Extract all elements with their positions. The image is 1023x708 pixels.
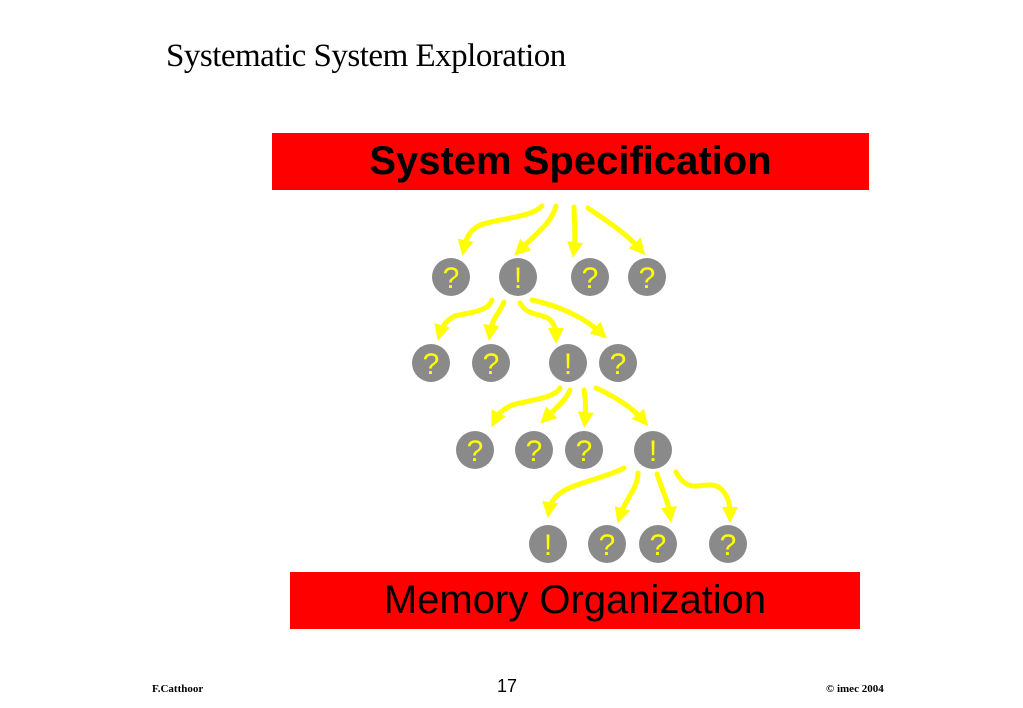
footer-author: F.Catthoor (152, 683, 204, 695)
arrow (614, 470, 641, 524)
node: ? (709, 525, 747, 563)
arrow (585, 205, 646, 255)
arrow (483, 299, 507, 341)
node-symbol: ? (526, 435, 543, 468)
node: ? (456, 431, 494, 469)
node-symbol: ? (599, 529, 616, 562)
node-symbol: ? (483, 348, 500, 381)
node-symbol: ? (650, 529, 667, 562)
node: ? (639, 525, 677, 563)
memory-organization-box: Memory Organization (290, 572, 860, 629)
arrow (529, 297, 607, 339)
arrow (577, 387, 594, 428)
node: ! (499, 258, 537, 296)
node: ? (599, 344, 637, 382)
arrow (517, 300, 564, 345)
node-symbol: ? (467, 435, 484, 468)
node-symbol: ? (423, 348, 440, 381)
node: ? (565, 431, 603, 469)
arrow (491, 385, 563, 428)
arrow (673, 469, 738, 524)
node-symbol: ? (720, 529, 737, 562)
node: ? (412, 344, 450, 382)
node: ? (571, 258, 609, 296)
arrow (457, 203, 545, 256)
arrow (434, 297, 495, 341)
node: ? (472, 344, 510, 382)
node: ! (549, 344, 587, 382)
node-symbol: ? (576, 435, 593, 468)
node-symbol: ? (610, 348, 627, 381)
node-symbol: ? (639, 262, 656, 295)
node: ! (529, 525, 567, 563)
node-symbol: ! (544, 529, 552, 562)
node-symbol: ! (564, 348, 572, 381)
node-symbol: ! (649, 435, 657, 468)
node: ? (515, 431, 553, 469)
arrow (593, 385, 649, 427)
node: ? (588, 525, 626, 563)
slide-title: Systematic System Exploration (166, 38, 566, 74)
memory-organization-label: Memory Organization (383, 578, 767, 622)
arrow (540, 387, 573, 424)
arrow (514, 203, 559, 256)
arrow (542, 465, 627, 518)
node: ! (634, 431, 672, 469)
node-symbol: ! (514, 262, 522, 295)
arrow (567, 204, 583, 258)
arrow (654, 471, 677, 523)
footer-copyright: © imec 2004 (826, 683, 884, 695)
system-specification-box: System Specification (272, 133, 869, 190)
node-symbol: ? (582, 262, 599, 295)
node-symbol: ? (443, 262, 460, 295)
page-number: 17 (497, 676, 518, 696)
node: ? (628, 258, 666, 296)
system-specification-label: System Specification (369, 139, 772, 183)
node: ? (432, 258, 470, 296)
